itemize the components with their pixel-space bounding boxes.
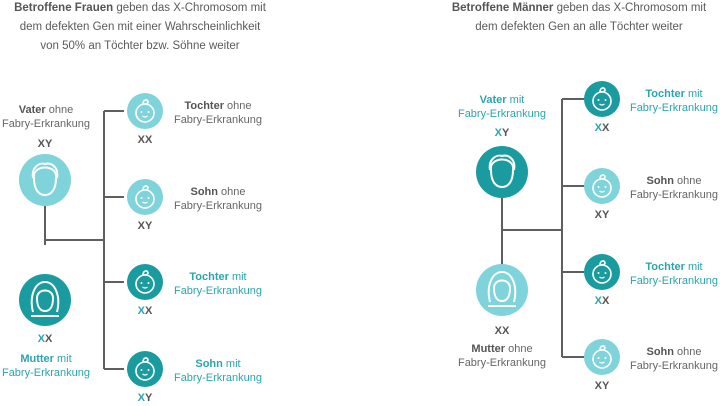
left-heading-line1: geben das X-Chromosom mit (113, 2, 266, 14)
right-heading-line2: dem defekten Gen an alle Töchter weiter (475, 21, 683, 33)
left-mother-genotype: XX (37, 333, 53, 345)
left-heading-line2: dem defekten Gen mit einer Wahrscheinlic… (19, 21, 261, 33)
woman-face-icon (19, 274, 71, 326)
woman-face-icon (476, 264, 528, 316)
left-heading-line3: von 50% an Töchter bzw. Söhne weiter (40, 40, 240, 52)
right-father-genotype: XY (494, 127, 510, 139)
baby-face-icon (127, 93, 163, 129)
man-face-icon (19, 154, 71, 206)
right-heading: Betroffene Männer geben das X-Chromosom … (444, 0, 714, 37)
left-heading: Betroffene Frauen geben das X-Chromosom … (0, 0, 280, 56)
man-face-icon (476, 146, 528, 198)
right-child-4-genotype: XY (594, 380, 610, 392)
right-heading-bold: Betroffene Männer (451, 2, 554, 14)
left-child-3-genotype: XX (137, 305, 153, 317)
right-mother-label: Mutter ohne Fabry-Erkrankung (457, 343, 547, 369)
right-child-3-genotype: XX (594, 295, 610, 307)
baby-face-icon (584, 168, 620, 204)
right-heading-line1: geben das X-Chromosom mit (553, 2, 707, 14)
left-child-1-genotype: XX (137, 134, 153, 146)
baby-face-icon (127, 179, 163, 215)
left-child-2-genotype: XY (137, 220, 153, 232)
left-father-genotype: XY (37, 138, 53, 150)
left-father-label: Vater ohne Fabry-Erkrankung (1, 104, 91, 130)
baby-face-icon (584, 81, 620, 117)
baby-face-icon (127, 264, 163, 300)
baby-face-icon (584, 339, 620, 375)
left-heading-bold: Betroffene Frauen (14, 2, 114, 14)
baby-face-icon (584, 254, 620, 290)
left-child-4-genotype: XY (137, 392, 153, 404)
baby-face-icon (127, 351, 163, 387)
right-child-1-genotype: XX (594, 122, 610, 134)
right-child-2-genotype: XY (594, 209, 610, 221)
left-mother-label: Mutter mit Fabry-Erkrankung (1, 353, 91, 379)
right-father-label: Vater mit Fabry-Erkrankung (457, 94, 547, 120)
right-mother-genotype: XX (494, 325, 510, 337)
